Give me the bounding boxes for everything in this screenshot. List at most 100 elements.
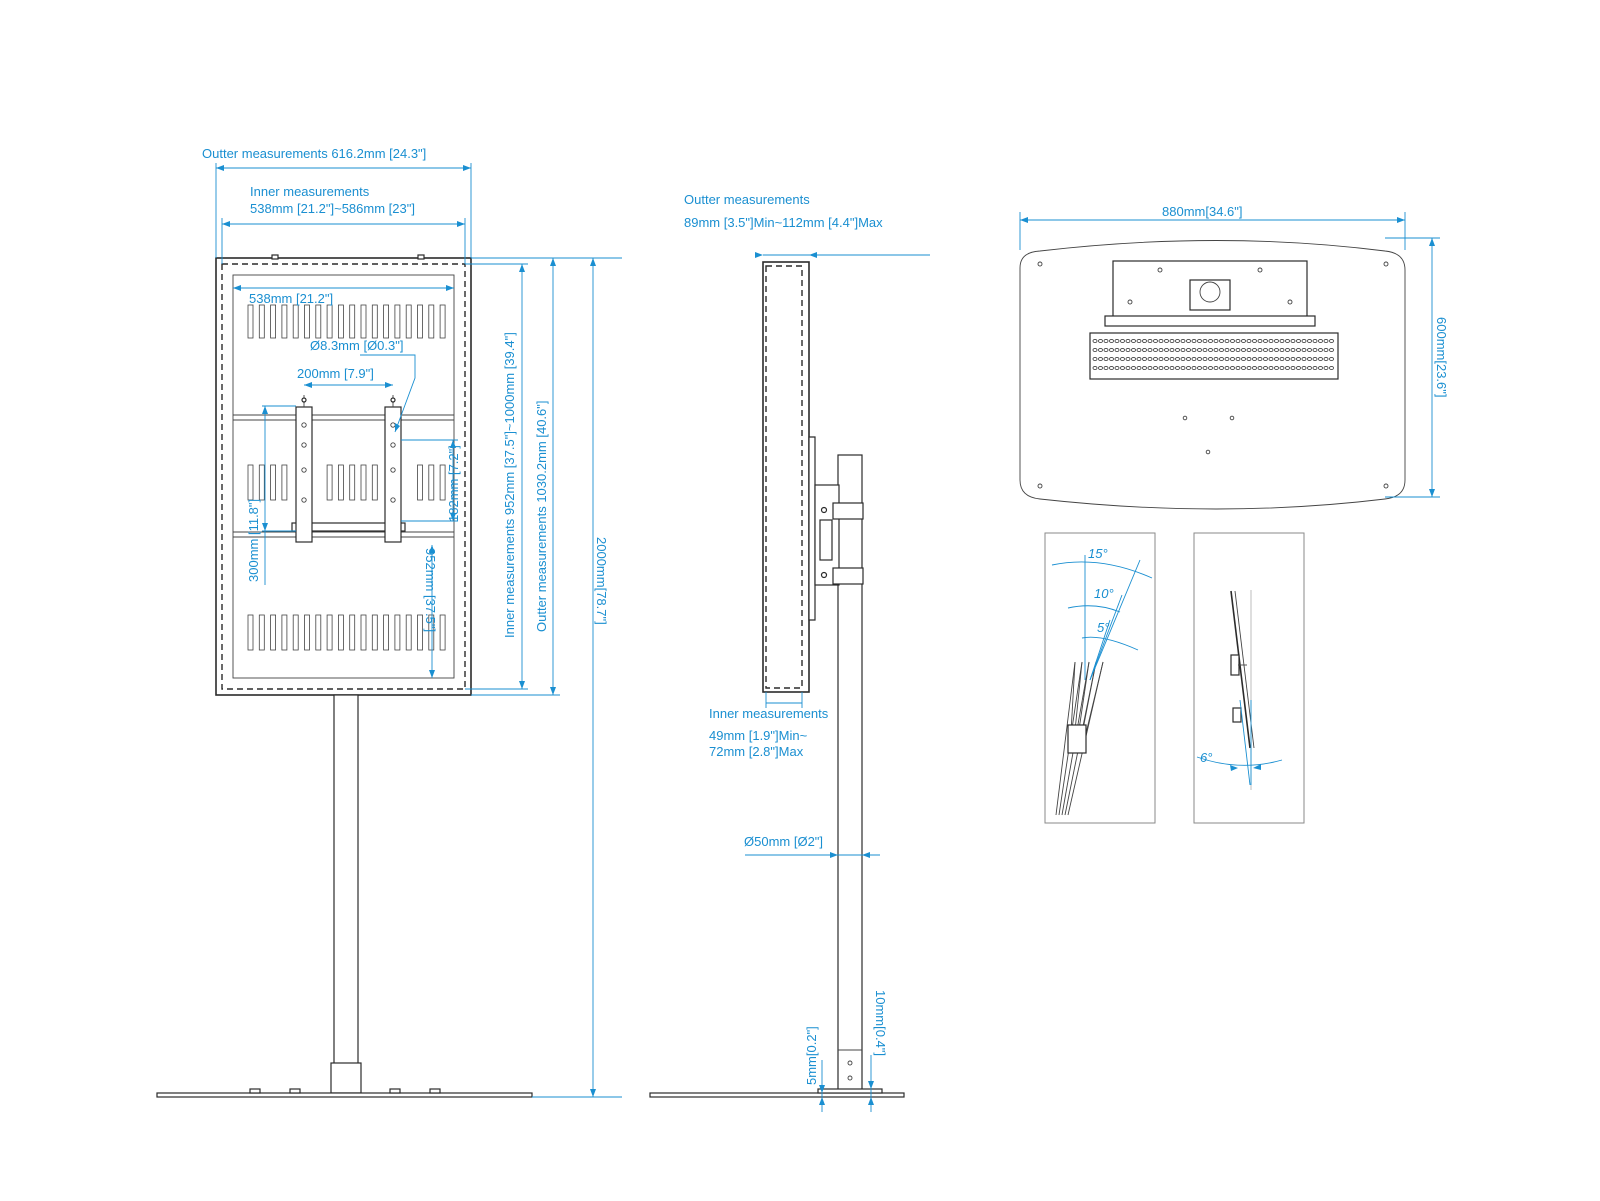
vent-hole xyxy=(1098,338,1103,344)
vent-hole xyxy=(1274,365,1279,371)
vent-hole xyxy=(1103,365,1109,371)
vent-hole xyxy=(1142,347,1147,353)
vent-hole xyxy=(1268,356,1274,362)
vent-hole xyxy=(1307,338,1312,344)
vent-hole xyxy=(1175,356,1180,362)
vent-hole xyxy=(1268,365,1274,371)
vent-hole xyxy=(1114,338,1120,344)
angle-5-label: 5° xyxy=(1097,620,1109,635)
base-depth-label: 600mm[23.6"] xyxy=(1434,317,1449,398)
vent-hole xyxy=(1125,365,1131,371)
vent-slot xyxy=(428,304,435,339)
vent-hole xyxy=(1136,356,1142,362)
vent-slot xyxy=(439,614,446,651)
vent-hole xyxy=(1098,347,1103,353)
vent-hole xyxy=(1191,338,1197,344)
vent-hole xyxy=(1296,356,1301,362)
vent-hole xyxy=(1230,347,1235,353)
vent-hole xyxy=(1246,365,1252,371)
vent-hole xyxy=(1241,356,1246,362)
vent-hole xyxy=(1312,365,1318,371)
vent-hole xyxy=(1219,347,1224,353)
side-view: Outter measurements 89mm [3.5"]Min~112mm… xyxy=(649,192,930,1112)
vent-slot xyxy=(270,614,277,651)
angle-6-label: 6° xyxy=(1200,750,1212,765)
vent-hole xyxy=(1268,347,1274,353)
vent-hole xyxy=(1114,347,1120,353)
vent-hole xyxy=(1208,356,1213,362)
vent-hole xyxy=(1246,356,1252,362)
vent-slot xyxy=(360,464,367,501)
inner-538-label: 538mm [21.2"] xyxy=(249,291,333,306)
vent-hole xyxy=(1197,338,1202,344)
vent-hole xyxy=(1307,365,1312,371)
vent-hole xyxy=(1323,356,1329,362)
vent-hole xyxy=(1235,338,1241,344)
vent-hole xyxy=(1109,356,1114,362)
tilt-display-line xyxy=(1055,661,1076,816)
vent-hole xyxy=(1120,338,1125,344)
vertical-182-label: 182mm [7.2"] xyxy=(446,445,461,522)
vent-slot xyxy=(247,464,254,501)
vent-hole xyxy=(1219,356,1224,362)
vent-slot xyxy=(349,464,356,501)
vent-hole xyxy=(1180,347,1186,353)
vent-hole xyxy=(1263,365,1268,371)
vent-hole xyxy=(1136,365,1142,371)
vent-slot xyxy=(270,464,277,501)
vent-hole xyxy=(1285,365,1290,371)
vent-hole xyxy=(1186,347,1191,353)
vent-hole xyxy=(1290,356,1296,362)
vent-slot xyxy=(258,464,265,501)
vent-hole xyxy=(1224,338,1230,344)
vent-hole xyxy=(1180,356,1186,362)
vent-hole xyxy=(1125,338,1131,344)
base-5mm-label: 5mm[0.2"] xyxy=(804,1026,819,1085)
vent-hole xyxy=(1142,365,1147,371)
vent-hole xyxy=(1235,347,1241,353)
vent-hole xyxy=(1241,347,1246,353)
vent-hole xyxy=(1241,338,1246,344)
tilt-panel-forward: 15° 10° 5° xyxy=(1044,532,1156,824)
side-pole xyxy=(837,454,863,1094)
vent-slot xyxy=(326,464,333,501)
vent-slot xyxy=(394,614,401,651)
vent-slot xyxy=(247,304,254,339)
vent-hole xyxy=(1125,347,1131,353)
vent-slot xyxy=(281,304,288,339)
vent-hole xyxy=(1153,347,1158,353)
vent-hole xyxy=(1164,356,1169,362)
vent-hole xyxy=(1246,347,1252,353)
vent-hole xyxy=(1103,356,1109,362)
vent-hole xyxy=(1186,338,1191,344)
vent-hole xyxy=(1290,347,1296,353)
vent-hole xyxy=(1147,356,1153,362)
vent-hole xyxy=(1213,365,1219,371)
vent-hole xyxy=(1208,338,1213,344)
vent-hole xyxy=(1120,347,1125,353)
vent-hole xyxy=(1318,338,1323,344)
vent-hole xyxy=(1197,347,1202,353)
vent-hole xyxy=(1213,338,1219,344)
vent-hole xyxy=(1158,356,1164,362)
vent-hole xyxy=(1186,365,1191,371)
vent-slot xyxy=(292,304,299,339)
side-base xyxy=(649,1092,905,1098)
vent-hole xyxy=(1197,356,1202,362)
vent-hole xyxy=(1235,356,1241,362)
vent-hole xyxy=(1257,347,1263,353)
vent-hole xyxy=(1136,347,1142,353)
vent-hole xyxy=(1312,356,1318,362)
vent-hole xyxy=(1208,365,1213,371)
vent-hole xyxy=(1142,338,1147,344)
vent-hole xyxy=(1180,365,1186,371)
front-frame-inner xyxy=(232,274,455,679)
vent-hole xyxy=(1274,356,1279,362)
vent-hole xyxy=(1120,356,1125,362)
side-display-outer xyxy=(762,261,810,693)
vent-hole xyxy=(1318,347,1323,353)
vent-hole xyxy=(1307,347,1312,353)
vent-hole xyxy=(1175,347,1180,353)
vent-slot xyxy=(292,614,299,651)
vent-hole xyxy=(1147,365,1153,371)
